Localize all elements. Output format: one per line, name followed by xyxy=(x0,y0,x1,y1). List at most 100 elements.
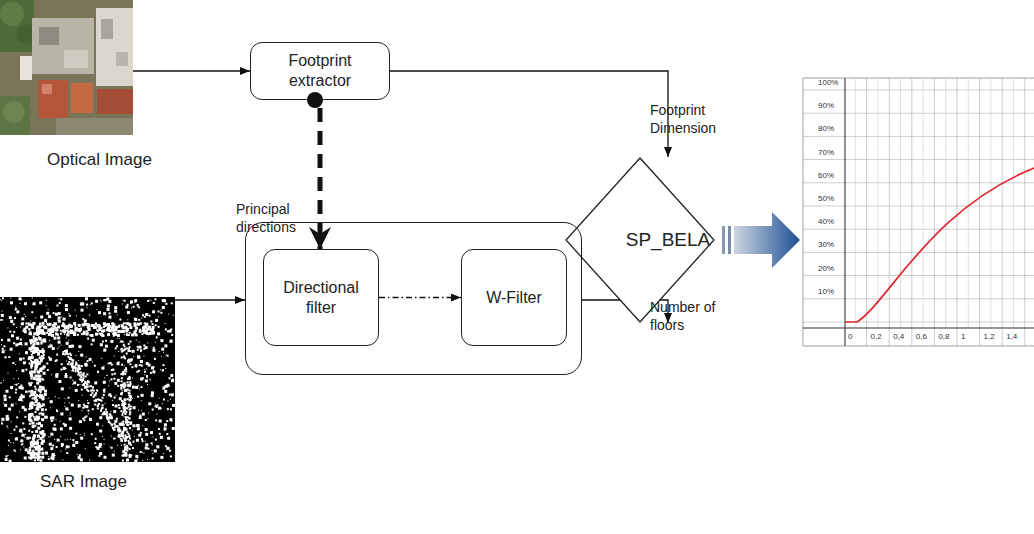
sar-speckle-dot xyxy=(29,447,31,449)
sar-speckle-dot xyxy=(105,345,108,348)
sar-speckle-dot xyxy=(16,327,17,328)
chart-grid xyxy=(803,78,1034,346)
sar-speckle-dot xyxy=(167,437,170,440)
sar-speckle-dot xyxy=(25,351,28,354)
sar-speckle-dot xyxy=(129,400,131,402)
sar-speckle-dot xyxy=(19,353,20,354)
sar-speckle-dot xyxy=(147,300,149,302)
sar-speckle-dot xyxy=(84,321,86,323)
sar-speckle-dot xyxy=(22,401,23,402)
sar-speckle-dot xyxy=(85,448,86,449)
sar-speckle-dot xyxy=(13,331,15,333)
sar-speckle-dot xyxy=(78,324,81,327)
sar-speckle-dot xyxy=(108,421,110,423)
sar-speckle-dot xyxy=(108,329,111,332)
sar-speckle-dot xyxy=(67,333,70,336)
sar-speckle-dot xyxy=(130,300,133,303)
sar-speckle-dot xyxy=(87,380,89,382)
sar-speckle-dot xyxy=(16,416,18,418)
sar-speckle-dot xyxy=(73,366,75,368)
sar-speckle-dot xyxy=(43,332,46,335)
sar-speckle-dot xyxy=(8,408,11,411)
sar-speckle-dot xyxy=(118,404,120,406)
sar-speckle-dot xyxy=(29,457,32,460)
sar-speckle-dot xyxy=(24,408,25,409)
sar-speckle-dot xyxy=(150,372,152,374)
sar-speckle-dot xyxy=(22,432,23,433)
sar-speckle-dot xyxy=(91,334,94,337)
sar-speckle-dot xyxy=(99,452,102,455)
sar-speckle-dot xyxy=(81,333,83,335)
sar-speckle-dot xyxy=(77,384,79,386)
sar-speckle-dot xyxy=(41,456,44,459)
sar-speckle-dot xyxy=(42,322,45,325)
sar-speckle-dot xyxy=(38,338,40,340)
sar-speckle-dot xyxy=(62,324,65,327)
sar-speckle-dot xyxy=(73,322,76,325)
sar-speckle-dot xyxy=(79,378,81,380)
sar-speckle-dot xyxy=(78,360,79,361)
sar-speckle-dot xyxy=(57,334,59,336)
sar-speckle-dot xyxy=(86,304,88,306)
sar-speckle-dot xyxy=(35,388,37,390)
sar-speckle-dot xyxy=(139,415,141,417)
sar-speckle-dot xyxy=(97,371,99,373)
process-box: Directional filter xyxy=(263,249,379,346)
sar-speckle-dot xyxy=(128,440,130,442)
sar-speckle-dot xyxy=(82,410,83,411)
sar-speckle-dot xyxy=(101,367,104,370)
block-arrow xyxy=(722,212,800,268)
sar-speckle-dot xyxy=(118,325,120,327)
sar-speckle-dot xyxy=(31,362,33,364)
sar-speckle-dot xyxy=(166,447,169,450)
sar-speckle-dot xyxy=(29,423,31,425)
sar-speckle-dot xyxy=(68,340,69,341)
sar-speckle-dot xyxy=(67,353,69,355)
sar-speckle-dot xyxy=(127,378,129,380)
sar-speckle-dot xyxy=(96,389,98,391)
sar-speckle xyxy=(0,297,175,462)
sar-speckle-dot xyxy=(104,413,106,415)
sar-speckle-dot xyxy=(0,300,2,301)
sar-speckle-dot xyxy=(100,343,103,346)
sar-speckle-dot xyxy=(49,443,51,445)
sar-speckle-dot xyxy=(135,302,136,303)
sar-speckle-dot xyxy=(134,436,135,437)
sar-speckle-dot xyxy=(82,395,83,396)
sar-speckle-dot xyxy=(33,342,36,345)
sar-speckle-dot xyxy=(70,415,71,416)
grid-line xyxy=(957,78,958,346)
sar-speckle-dot xyxy=(47,324,49,326)
sar-speckle-dot xyxy=(63,367,66,370)
sar-speckle-dot xyxy=(40,341,41,342)
sar-speckle-dot xyxy=(155,324,157,326)
sar-speckle-dot xyxy=(82,407,83,408)
grid-line xyxy=(900,78,901,328)
sar-speckle-dot xyxy=(99,430,102,433)
sar-speckle-dot xyxy=(148,332,151,335)
sar-speckle-dot xyxy=(78,407,79,408)
sar-speckle-dot xyxy=(21,369,24,372)
probability-curve xyxy=(845,168,1034,322)
sar-speckle-dot xyxy=(52,347,55,350)
sar-speckle-dot xyxy=(51,328,54,331)
sar-speckle-dot xyxy=(78,404,81,407)
sar-speckle-dot xyxy=(140,432,142,434)
sar-speckle-dot xyxy=(77,370,79,372)
sar-speckle-dot xyxy=(65,439,66,440)
sar-speckle-dot xyxy=(1,344,2,345)
sar-speckle-dot xyxy=(5,356,7,358)
x-axis-label: 0 xyxy=(848,333,852,341)
sar-speckle-dot xyxy=(24,457,27,460)
sar-speckle-dot xyxy=(133,424,136,427)
sar-speckle-dot xyxy=(124,417,125,418)
sar-speckle-dot xyxy=(121,393,123,395)
sar-speckle-dot xyxy=(62,459,63,460)
sar-speckle-dot xyxy=(28,430,30,432)
sar-speckle-dot xyxy=(117,430,119,432)
sar-speckle-dot xyxy=(15,438,18,441)
sar-speckle-dot xyxy=(113,423,115,425)
process-box: Footprint extractor xyxy=(250,42,390,100)
sar-speckle-dot xyxy=(2,311,3,312)
sar-speckle-dot xyxy=(7,425,8,426)
